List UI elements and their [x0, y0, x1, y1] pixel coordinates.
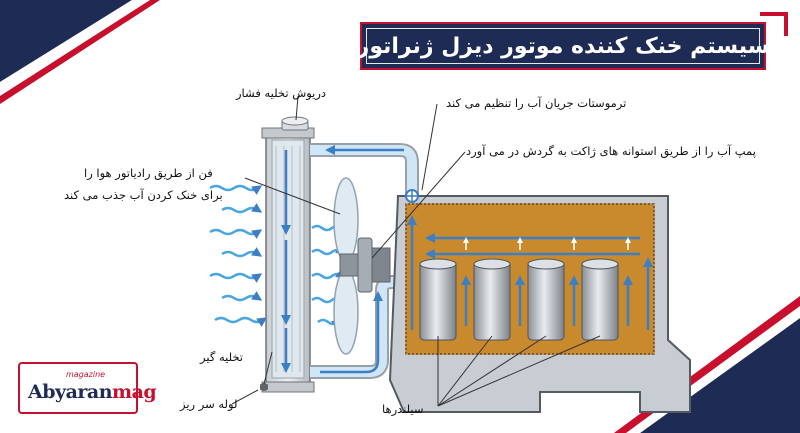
logo-main-text: Abyaran [28, 381, 113, 403]
logo-accent-text: mag [112, 381, 157, 403]
label-overflow-pipe: لوله سر ریز [180, 397, 238, 411]
title-banner-inner: سیستم خنک کننده موتور دیزل ژنراتور [357, 28, 769, 64]
fan [333, 177, 391, 355]
radiator [261, 127, 315, 393]
corner-bracket-top-right [760, 12, 788, 36]
page-title: سیستم خنک کننده موتور دیزل ژنراتور [356, 33, 770, 59]
pressure-cap [281, 116, 309, 131]
label-drain-valve: تخلیه گیر [200, 350, 244, 364]
engine-flow-arrows [407, 215, 653, 330]
label-fan-line2: برای خنک کردن آب جذب می کند [64, 188, 223, 202]
drain-valve [260, 383, 268, 391]
logo-magazine-text: magazine [66, 370, 106, 379]
brand-logo: magazine Abyaranmag [18, 362, 157, 414]
leader-lines [231, 95, 601, 407]
cylinders [419, 258, 619, 341]
label-cylinders: سیلندرها [382, 402, 424, 416]
label-fan-line1: فن از طریق رادیاتور هوا را [84, 166, 213, 180]
logo-wordmark: Abyaranmag [28, 381, 157, 403]
label-water-pump: پمپ آب را از طریق استوانه های ژاکت به گر… [466, 144, 756, 158]
label-thermostat: ترموستات جریان آب را تنظیم می کند [446, 96, 627, 110]
corner-decoration-top-left [0, 0, 160, 104]
thermostat [405, 189, 419, 203]
label-pressure-cap: دریوش تخلیه فشار [236, 86, 327, 100]
engine-flow-arrows-white [463, 237, 631, 250]
title-banner: سیستم خنک کننده موتور دیزل ژنراتور [357, 22, 769, 70]
upper-hose [310, 143, 419, 196]
